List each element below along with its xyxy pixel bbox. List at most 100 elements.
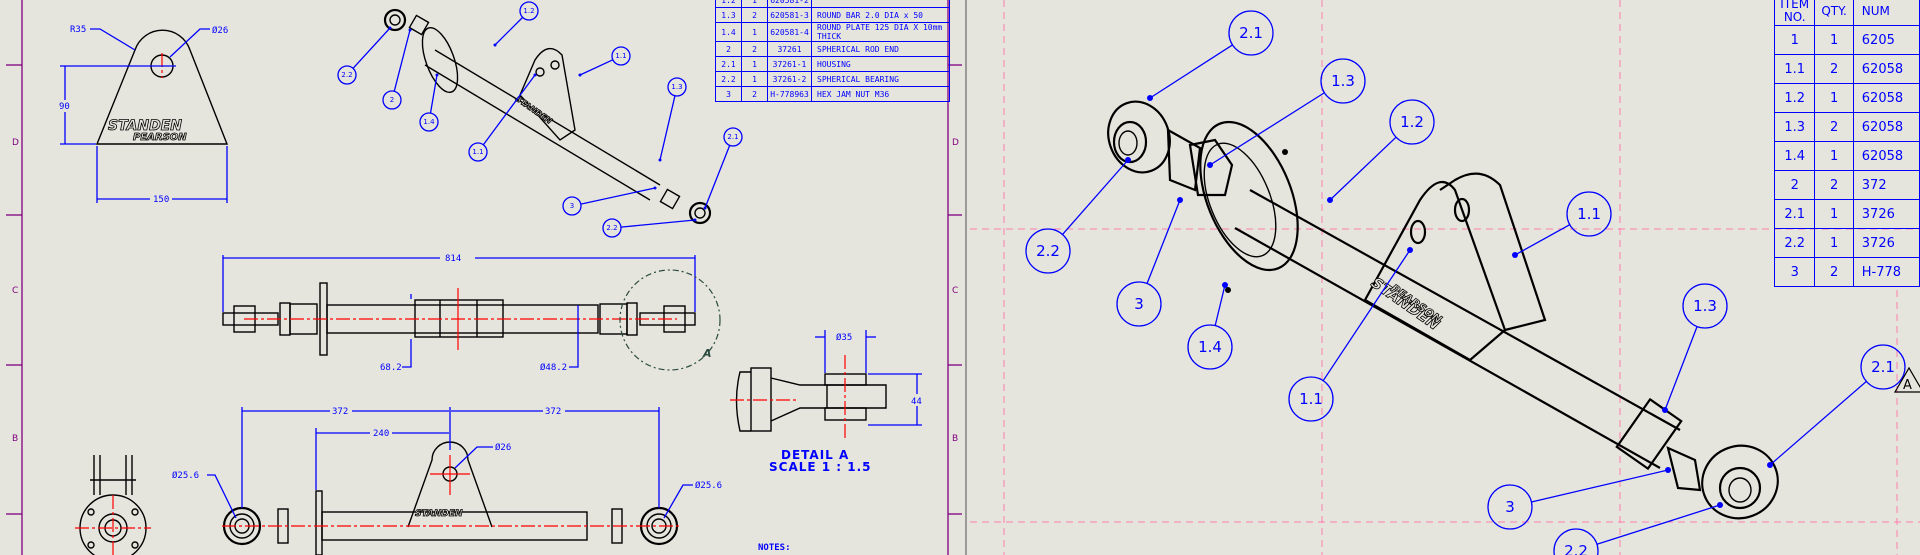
arrowhead — [653, 186, 657, 190]
bom-cell-part: 620581-2 — [767, 0, 812, 8]
balloon[interactable]: 3 — [562, 186, 657, 216]
zone-label: B — [952, 434, 958, 444]
logo-text: PEARSON — [133, 132, 187, 143]
balloon[interactable]: 1.3 — [658, 77, 687, 162]
bom-cell-item: 2.1 — [1773, 199, 1816, 229]
bearing-width-dimension: 44 — [911, 397, 922, 407]
balloon[interactable]: 2.1 — [1767, 344, 1906, 468]
arrowhead — [533, 73, 537, 77]
leader-line — [1209, 92, 1325, 166]
bom-cell-item: 1.2 — [1773, 83, 1816, 113]
balloon[interactable]: 2.2 — [337, 26, 392, 85]
arrowhead — [1665, 467, 1671, 473]
balloon[interactable]: 2.1 — [703, 127, 743, 210]
balloon-circle — [1116, 281, 1162, 327]
balloon-circle — [1860, 344, 1906, 390]
side-view[interactable]: 814 68.2 Ø48.2 A — [222, 254, 721, 373]
arrowhead — [1177, 197, 1183, 203]
leader-line — [1214, 284, 1226, 326]
bom-cell-qty: 1 — [1814, 83, 1854, 113]
bom-cell-item: 1.2 — [715, 0, 742, 8]
balloon-label: 2 — [390, 96, 394, 104]
detail-a-view[interactable]: Ø35 44 DETAIL A SCALE 1 : 1.5 — [730, 330, 922, 474]
balloon[interactable]: 1.1 — [1512, 191, 1612, 258]
leader-line — [704, 145, 731, 209]
detail-scale: SCALE 1 : 1.5 — [769, 460, 872, 474]
left-eye-dimension: Ø25.6 — [172, 470, 199, 481]
balloon[interactable]: 2.2 — [1025, 157, 1131, 274]
balloon-label: 1.1 — [1577, 205, 1601, 223]
bom-cell-part: 3726 — [1852, 199, 1920, 229]
bom-cell-part: 6205 — [1852, 25, 1920, 55]
balloon[interactable]: 1.1 — [468, 73, 537, 162]
arrowhead — [1222, 282, 1228, 288]
isometric-view-zoomed[interactable]: STANDEN PEARSON — [1098, 93, 1788, 529]
balloon[interactable]: 1.3 — [1207, 58, 1366, 168]
balloon-circle — [468, 142, 488, 162]
section-marker-label: A — [1903, 378, 1912, 393]
detail-circle[interactable] — [619, 269, 721, 371]
overall-length-dimension: 814 — [445, 254, 461, 264]
balloon[interactable]: 3 — [1116, 197, 1183, 327]
balloon[interactable]: 3 — [1487, 467, 1671, 530]
bom-header-row: ITEM NO. QTY. NUM — [1773, 0, 1920, 26]
balloon[interactable]: 2.1 — [1147, 10, 1274, 101]
balloon-circle — [1566, 191, 1612, 237]
balloon[interactable]: 1.1 — [1288, 247, 1413, 422]
balloon[interactable]: 2.2 — [1553, 502, 1723, 555]
width-dimension: 150 — [153, 195, 169, 205]
arrowhead — [578, 73, 582, 77]
bom-cell-qty: 1 — [741, 56, 768, 72]
balloon[interactable]: 1.4 — [419, 73, 439, 132]
leader-line — [1146, 199, 1181, 284]
balloon[interactable]: 1.2 — [493, 1, 539, 47]
balloon-circle — [1320, 58, 1366, 104]
balloon-circle — [519, 1, 539, 21]
leader-line — [482, 74, 536, 146]
balloon-circle — [1025, 228, 1071, 274]
balloon[interactable]: 1.2 — [1327, 99, 1435, 203]
balloon[interactable]: 1.3 — [1662, 283, 1728, 413]
arrowhead — [1407, 247, 1413, 253]
arrowhead — [388, 26, 392, 30]
balloon-label: 1.3 — [671, 83, 682, 91]
balloon[interactable]: 1.1 — [578, 46, 631, 77]
balloon[interactable]: 1.4 — [1187, 282, 1233, 370]
leader-line — [659, 95, 676, 161]
arrowhead — [493, 43, 497, 47]
bom-cell-item: 1.4 — [715, 22, 742, 42]
bolt-hole — [1282, 149, 1288, 155]
bom-cell-qty: 1 — [741, 0, 768, 8]
bom-header-number: NUM — [1852, 0, 1920, 26]
isometric-view-small[interactable]: STANDEN — [383, 8, 712, 225]
balloon-label: 2.1 — [727, 133, 738, 141]
offset-dimension: 68.2 — [380, 363, 402, 373]
end-view[interactable] — [75, 455, 151, 555]
balloon-circle — [419, 112, 439, 132]
bom-cell-desc: SPHERICAL ROD END — [811, 41, 950, 57]
balloon-label: 1.1 — [615, 52, 626, 60]
plate-offset-dimension: 240 — [373, 429, 389, 439]
balloon-label: 3 — [1134, 295, 1144, 313]
zoomed-balloons: 2.11.31.21.12.231.41.11.32.132.2 — [1025, 10, 1906, 555]
balloon-circle — [1187, 324, 1233, 370]
bom-cell-desc: ROUND BAR 2.0 DIA x 50 — [811, 7, 950, 23]
top-view[interactable]: STANDEN 372 372 240 Ø26 Ø25.6 Ø25.6 — [172, 407, 722, 555]
balloon[interactable]: 2 — [382, 28, 412, 110]
bom-cell-part: 62058 — [1852, 141, 1920, 171]
balloon[interactable]: 2.2 — [602, 218, 697, 238]
leader-line — [1664, 326, 1698, 411]
bom-cell-part: 62058 — [1852, 83, 1920, 113]
section-marker[interactable]: A — [1893, 366, 1920, 393]
gusset-view[interactable]: STANDEN PEARSON 90 150 R35 Ø26 — [59, 25, 228, 205]
tube-diameter-dimension: Ø48.2 — [540, 362, 567, 373]
